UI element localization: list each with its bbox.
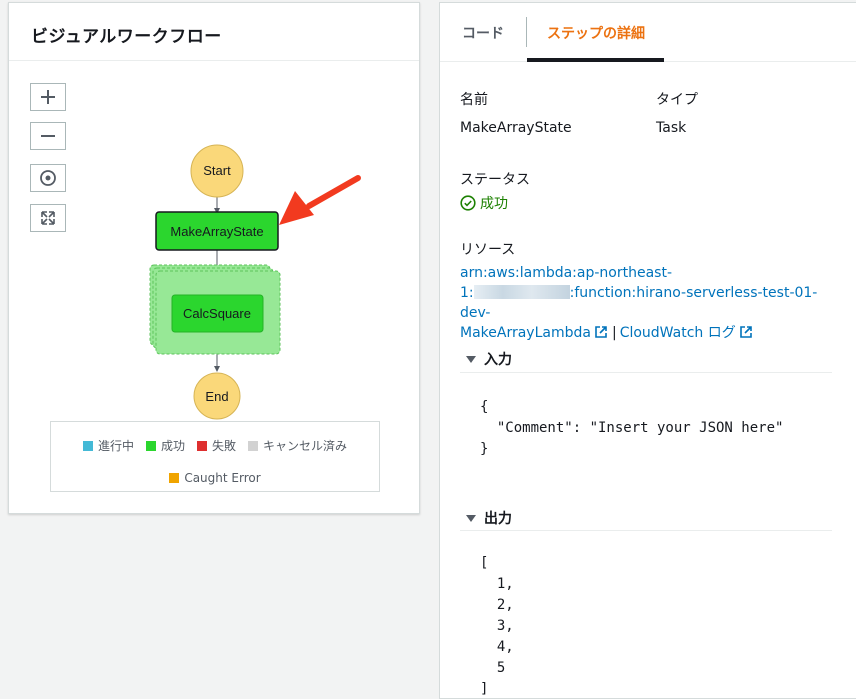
make-array-state-node[interactable]: MakeArrayState (155, 211, 279, 251)
output-section-toggle[interactable]: 出力 (466, 508, 512, 528)
fit-to-screen-button[interactable] (30, 204, 66, 232)
input-json: { "Comment": "Insert your JSON here" } (480, 399, 784, 457)
legend-caught-error: Caught Error (169, 471, 261, 485)
end-node-label: End (205, 389, 228, 404)
external-link-icon[interactable] (739, 325, 753, 339)
name-value: MakeArrayState (460, 120, 572, 136)
legend-failed: 失敗 (197, 437, 236, 454)
check-circle-icon (460, 195, 476, 211)
calc-square-node[interactable]: CalcSquare (171, 294, 264, 333)
target-icon (40, 170, 56, 186)
legend-succeeded: 成功 (145, 437, 185, 454)
expand-icon (41, 211, 55, 225)
type-label: タイプ (656, 92, 698, 108)
resource-arn: arn:aws:lambda:ap-northeast-1::function:… (460, 263, 840, 343)
caret-down-icon (466, 514, 476, 522)
cloudwatch-logs-link[interactable]: CloudWatch ログ (619, 325, 736, 341)
make-array-state-label: MakeArrayState (170, 224, 263, 239)
tab-divider (526, 17, 527, 47)
input-divider (460, 372, 832, 373)
annotation-arrow (279, 175, 361, 225)
start-node[interactable]: Start (190, 144, 244, 198)
output-divider (460, 530, 832, 531)
resource-label: リソース (460, 242, 516, 258)
workflow-graph: Start MakeArrayState CalcSquare End (149, 144, 361, 420)
details-tabs: コード ステップの詳細 (440, 3, 856, 62)
link-separator: | (611, 325, 617, 341)
zoom-in-button[interactable] (30, 83, 66, 111)
external-link-icon[interactable] (594, 325, 608, 339)
status-value: 成功 (460, 193, 508, 213)
step-details-panel: コード ステップの詳細 名前 タイプ MakeArrayState Task ス… (439, 2, 856, 699)
end-node[interactable]: End (193, 372, 241, 420)
visual-workflow-panel: ビジュアルワークフロー Start MakeArraySta (8, 2, 420, 514)
resource-arn-link[interactable]: arn:aws:lambda:ap-northeast-1::function:… (460, 265, 818, 341)
redacted-account-id (473, 285, 570, 299)
legend-in-progress: 進行中 (82, 437, 134, 454)
panel-title: ビジュアルワークフロー (31, 27, 222, 47)
type-value: Task (656, 120, 687, 136)
output-json: [ 1, 2, 3, 4, 5 ] (480, 555, 514, 697)
status-label: ステータス (460, 172, 530, 188)
visual-workflow-header: ビジュアルワークフロー (9, 3, 419, 61)
center-button[interactable] (30, 164, 66, 192)
minus-icon (41, 135, 55, 137)
plus-icon (41, 90, 55, 104)
active-tab-indicator (527, 58, 664, 62)
legend-cancelled: キャンセル済み (248, 437, 347, 454)
tab-step-details[interactable]: ステップの詳細 (547, 26, 645, 42)
zoom-out-button[interactable] (30, 122, 66, 150)
tab-code[interactable]: コード (462, 26, 504, 42)
name-label: 名前 (460, 92, 488, 108)
start-node-label: Start (203, 163, 231, 178)
calc-square-label: CalcSquare (183, 306, 251, 321)
caret-down-icon (466, 355, 476, 363)
status-legend: 進行中 成功 失敗 キャンセル済み Caught Error (50, 421, 380, 492)
input-section-toggle[interactable]: 入力 (466, 349, 512, 369)
